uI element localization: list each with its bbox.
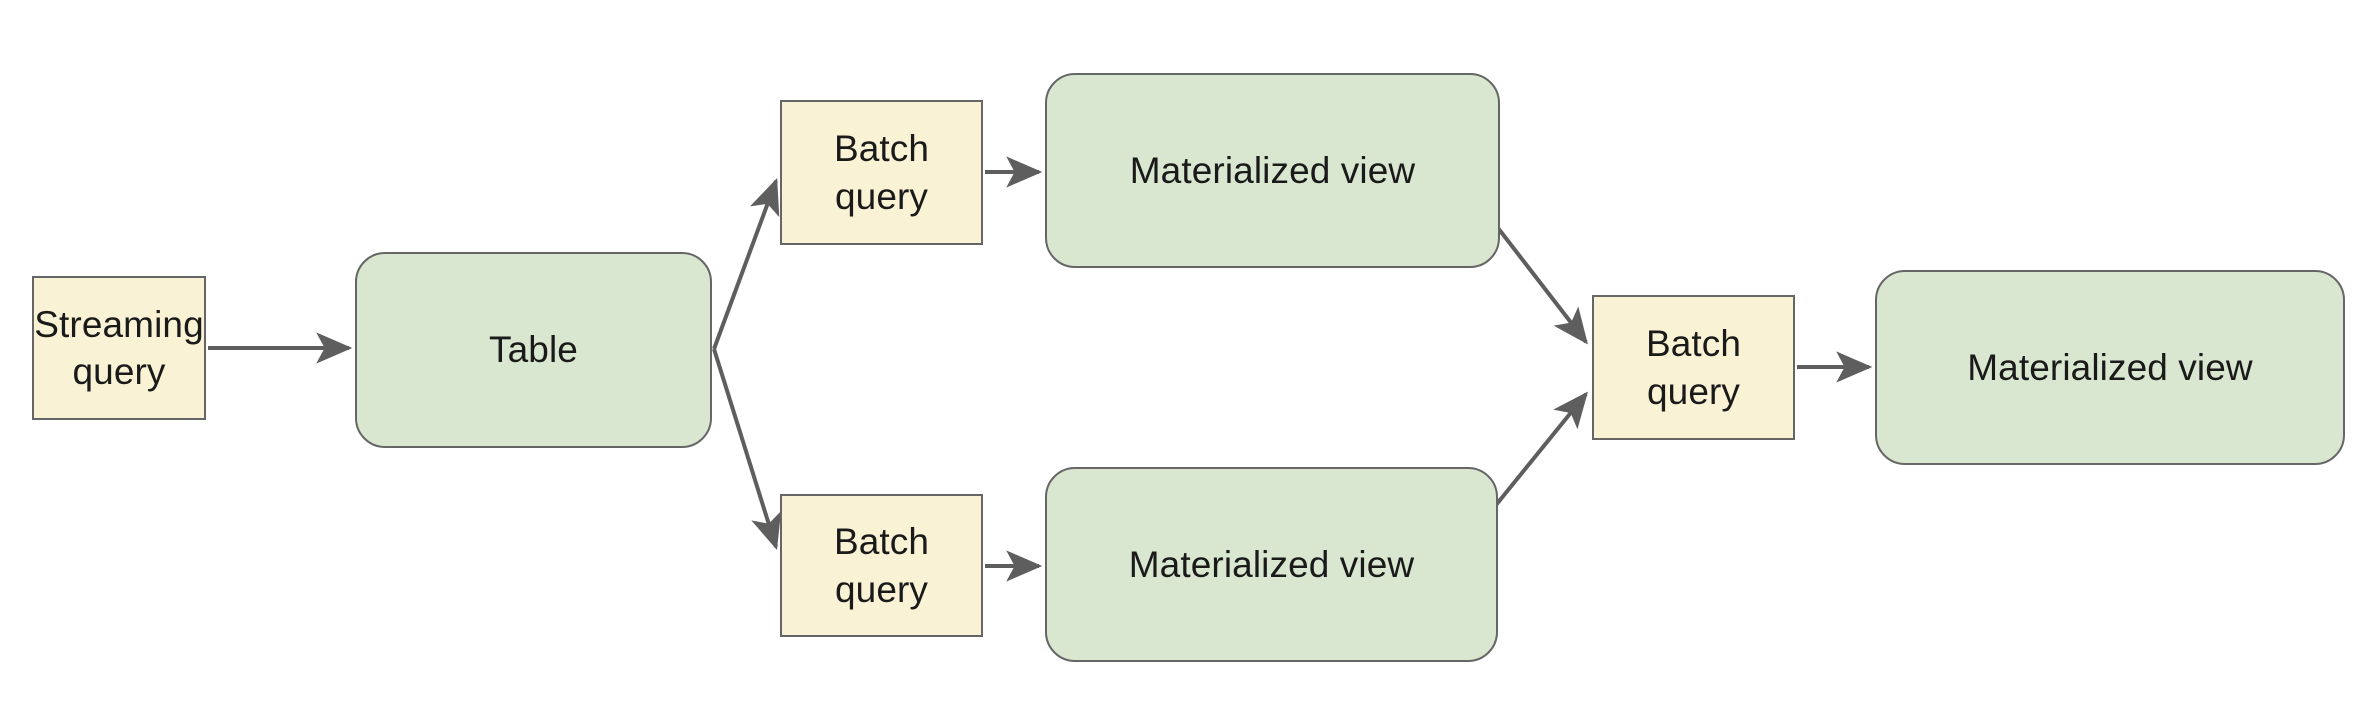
node-batch-query-join[interactable]: Batch query — [1592, 295, 1795, 440]
node-materialized-view-top[interactable]: Materialized view — [1045, 73, 1500, 268]
node-batch-query-top[interactable]: Batch query — [780, 100, 983, 245]
edge-mv-bottom-to-batch-join — [1494, 391, 1589, 507]
node-batch-query-bottom-label: Batch query — [833, 521, 930, 610]
node-batch-query-join-label: Batch query — [1645, 323, 1742, 412]
node-materialized-view-top-label: Materialized view — [1129, 149, 1416, 191]
edge-table-to-batch-bottom — [712, 348, 782, 551]
node-batch-query-bottom[interactable]: Batch query — [780, 494, 983, 637]
edge-table-to-batch-top — [712, 177, 780, 350]
node-table-label: Table — [489, 329, 578, 371]
node-batch-query-top-label: Batch query — [833, 128, 930, 217]
node-materialized-view-right-label: Materialized view — [1967, 346, 2253, 388]
node-streaming-query[interactable]: Streaming query — [32, 276, 206, 420]
node-streaming-query-label: Streaming query — [34, 303, 204, 392]
node-materialized-view-right[interactable]: Materialized view — [1875, 270, 2345, 465]
edge-mv-top-to-batch-join — [1496, 226, 1588, 345]
node-materialized-view-bottom[interactable]: Materialized view — [1045, 467, 1498, 662]
node-materialized-view-bottom-label: Materialized view — [1128, 543, 1415, 585]
node-table[interactable]: Table — [355, 252, 712, 448]
